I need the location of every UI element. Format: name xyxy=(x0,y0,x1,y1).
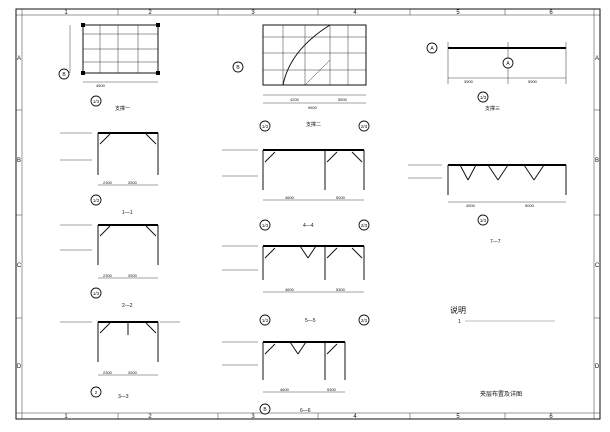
section-4-4: 4600 5000 1/3 2/3 4—4 xyxy=(222,149,370,231)
notes-line-1-num: 1 xyxy=(458,319,461,325)
plan1-axis-b: B xyxy=(62,72,66,78)
s55-axis-l: 1/3 xyxy=(262,318,269,323)
plan2-dim-left: 4200 xyxy=(290,97,300,102)
plan2-axis-1: 1/3 xyxy=(262,124,269,129)
plan-support-3: 3900 5900 A A 1/3 支撑三 xyxy=(426,42,567,112)
plan-support-2: 4200 5500 9600 B 1/3 2/3 支撑二 xyxy=(232,24,370,132)
s55-caption: 5—5 xyxy=(305,318,316,324)
plan3-dim-left: 3900 xyxy=(464,79,474,84)
s11-axis: 1/3 xyxy=(93,198,100,203)
row-label-d: D xyxy=(17,364,22,370)
s22-dim-a: 2300 xyxy=(103,273,113,278)
s44-dim-b: 5000 xyxy=(336,195,346,200)
col-label-3-bottom: 3 xyxy=(251,414,255,420)
col-label-3: 3 xyxy=(251,10,255,16)
row-label-d-right: D xyxy=(595,364,600,370)
col-label-2-bottom: 2 xyxy=(148,414,152,420)
s33-dim-a: 2300 xyxy=(103,370,113,375)
s33-caption: 3—3 xyxy=(118,394,129,400)
s22-caption: 2—2 xyxy=(122,303,133,309)
col-label-4-bottom: 4 xyxy=(353,414,357,420)
notes-block: 说明 1 xyxy=(450,305,555,325)
row-label-a-right: A xyxy=(595,56,599,62)
s66-caption: 6—6 xyxy=(300,408,311,414)
row-label-c: C xyxy=(17,263,22,269)
plan2-dim-total: 9600 xyxy=(308,105,318,110)
row-label-b: B xyxy=(17,158,21,164)
s66-dim-a: 4600 xyxy=(280,387,290,392)
s11-dim-b: 2500 xyxy=(128,180,138,185)
row-label-b-right: B xyxy=(595,158,599,164)
s77-dim-b: 5000 xyxy=(525,203,535,208)
plan3-axis-a: A xyxy=(430,46,434,52)
row-label-c-right: C xyxy=(595,263,600,269)
s66-axis-b: B xyxy=(263,407,267,413)
title-block: 夹层布置及详图 xyxy=(480,390,522,398)
col-label-2: 2 xyxy=(148,10,152,16)
section-6-6: 4600 5300 B 6—6 xyxy=(222,341,346,415)
s11-dim-a: 2300 xyxy=(103,180,113,185)
plan3-caption: 支撑三 xyxy=(485,105,500,112)
s33-dim-b: 2500 xyxy=(128,370,138,375)
col-label-5-bottom: 5 xyxy=(456,414,460,420)
s77-dim-a: 4500 xyxy=(466,203,476,208)
s55-dim-b: 5300 xyxy=(336,287,346,292)
s44-caption: 4—4 xyxy=(303,223,314,229)
notes-heading: 说明 xyxy=(450,305,466,315)
s66-dim-b: 5300 xyxy=(327,387,337,392)
sheet-border xyxy=(15,8,601,420)
plan1-caption: 支撑一 xyxy=(115,105,130,112)
s44-axis-r: 2/3 xyxy=(361,223,368,228)
col-label-4: 4 xyxy=(353,10,357,16)
plan2-axis-2: 2/3 xyxy=(361,124,368,129)
section-1-1: 2300 2500 1/3 1—1 xyxy=(60,132,159,216)
s77-caption: 7—7 xyxy=(490,239,501,245)
section-2-2: 2300 2500 1/3 2—2 xyxy=(60,224,159,309)
s22-dim-b: 2500 xyxy=(128,273,138,278)
plan2-dim-right: 5500 xyxy=(338,97,348,102)
s22-axis: 1/3 xyxy=(93,291,100,296)
plan3-dim-right: 5900 xyxy=(528,79,538,84)
s55-dim-a: 4600 xyxy=(285,287,295,292)
col-label-5: 5 xyxy=(456,10,460,16)
s11-caption: 1—1 xyxy=(122,210,133,216)
col-label-6: 6 xyxy=(549,10,553,16)
section-3-3: 2300 2500 2 3—3 xyxy=(60,321,180,400)
s33-axis: 2 xyxy=(95,390,98,395)
plan3-axis-a2: A xyxy=(506,61,510,67)
row-label-a: A xyxy=(17,56,21,62)
plan3-axis-b: 1/3 xyxy=(480,95,487,100)
plan2-axis-b: B xyxy=(236,65,240,71)
section-7-7: 4500 5000 1/3 7—7 xyxy=(408,164,567,245)
s77-axis: 1/3 xyxy=(480,218,487,223)
col-label-1: 1 xyxy=(64,10,68,16)
plan1-axis-1: 1/3 xyxy=(93,99,100,104)
plan2-caption: 支撑二 xyxy=(306,121,321,128)
title-block-title: 夹层布置及详图 xyxy=(480,390,522,398)
s55-axis-r: 2/3 xyxy=(361,318,368,323)
col-label-1-bottom: 1 xyxy=(64,414,68,420)
plan-support-1: 4500 B 1/3 支撑一 xyxy=(58,23,160,112)
s44-dim-a: 4600 xyxy=(285,195,295,200)
plan1-dim-left: 4500 xyxy=(96,83,106,88)
section-5-5: 4600 5300 1/3 2/3 5—5 xyxy=(222,245,370,326)
s44-axis-l: 1/3 xyxy=(262,223,269,228)
col-label-6-bottom: 6 xyxy=(549,414,553,420)
